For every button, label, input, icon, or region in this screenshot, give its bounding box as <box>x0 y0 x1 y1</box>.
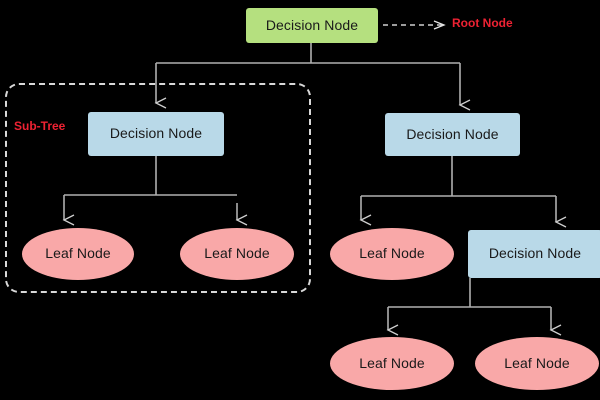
node-decision-left[interactable]: Decision Node <box>88 112 224 156</box>
node-leaf-1[interactable]: Leaf Node <box>22 228 134 280</box>
subtree-annotation: Sub-Tree <box>14 119 66 133</box>
node-leaf-3[interactable]: Leaf Node <box>330 228 454 280</box>
node-decision-right[interactable]: Decision Node <box>385 113 520 156</box>
root-node-annotation: Root Node <box>452 16 513 30</box>
node-leaf-4[interactable]: Leaf Node <box>330 337 454 390</box>
subtree-region <box>5 83 311 293</box>
node-root-decision[interactable]: Decision Node <box>246 8 378 43</box>
node-decision-right-child[interactable]: Decision Node <box>468 230 600 278</box>
node-leaf-2[interactable]: Leaf Node <box>180 228 294 280</box>
node-leaf-5[interactable]: Leaf Node <box>475 337 599 390</box>
